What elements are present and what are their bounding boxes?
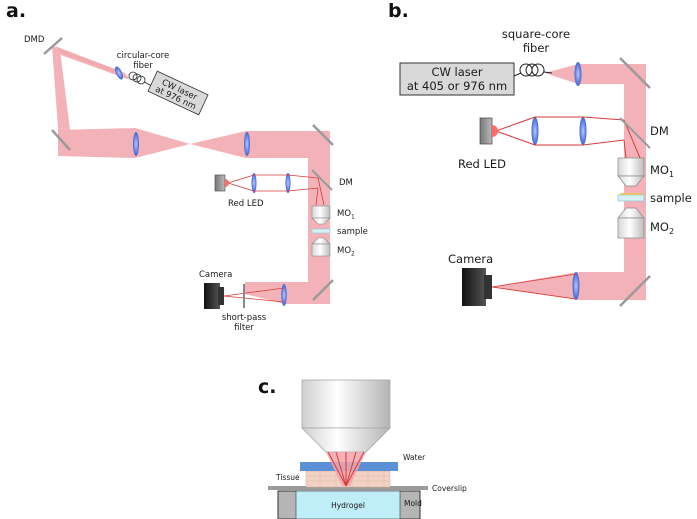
panel-a-fiber-coil [128,71,153,87]
label-hydrogel: Hydrogel [331,501,365,510]
laser-b-line2: at 405 or 976 nm [407,79,507,93]
lens-led1 [251,173,257,193]
panel-a-mo1 [311,205,331,225]
label-filter-line1: short-pass [222,313,267,323]
lens-b-tube [572,272,580,300]
panel-b: b. [388,0,692,307]
label-mold: Mold [404,499,422,508]
laser-box-b [399,62,515,96]
panel-c-coverslip [268,486,428,490]
lens-tube [281,284,287,306]
mirror-a2 [312,124,334,146]
panel-c-objective [301,379,391,453]
panel-b-led-emitter [492,125,498,137]
panel-a-led-rays [227,174,325,206]
panel-b-label: b. [388,0,409,22]
panel-a-lenses [114,66,291,306]
label-coverslip: Coverslip [432,484,467,493]
label-red-led-b: Red LED [458,157,506,171]
label-dm-b: DM [650,124,669,138]
panel-a-camera-rays [223,287,285,303]
label-mo1-a: MO1 [337,209,355,221]
label-sample-a: sample [337,227,368,237]
lens-fiber [114,66,124,80]
label-mo1-b: MO1 [650,163,674,179]
panel-a-led-emitter [225,179,229,187]
panel-a: a. [6,0,368,333]
panel-c-hydrogel [295,490,401,519]
label-camera-b: Camera [448,252,493,266]
panel-a-fiber-output-beam [55,46,130,79]
panel-c: c. [258,376,467,519]
label-fiber-a-line1: circular-core [117,51,169,61]
panel-b-camera-rays [491,273,577,300]
panel-b-sample-top [620,193,642,195]
panel-a-mo2 [311,237,331,257]
panel-b-mirrors [619,57,651,307]
label-fiber-a-line2: fiber [133,61,153,71]
panel-b-red-led [479,117,493,145]
label-dmd: DMD [24,35,45,45]
panel-b-fiber-coil [513,63,553,77]
panel-b-camera [462,268,492,306]
panel-b-led-rays [495,116,641,159]
panel-a-mirrors [43,37,334,301]
panel-b-laser: CW laser at 405 or 976 nm [399,62,515,96]
label-camera-a: Camera [199,270,232,280]
lens-b-led1 [531,117,539,145]
panel-a-dichroic-mirror [311,169,333,191]
panel-c-label: c. [258,376,276,398]
mirror-a1 [51,129,71,151]
laser-b-line1: CW laser [431,65,482,79]
lens-a2 [244,132,250,156]
label-tissue: Tissue [275,473,300,482]
panel-b-mo2 [617,207,645,239]
panel-b-lenses [531,62,587,300]
label-sample-b: sample [650,191,692,205]
panel-b-dichroic-mirror [619,117,651,149]
panel-b-beam-path [490,64,646,300]
laser-box-a [147,70,209,116]
label-fiber-b-line2: fiber [523,41,550,55]
panel-a-red-led [214,174,226,192]
label-dm-a: DM [339,178,353,188]
panel-a-laser: CW laser at 976 nm [147,70,209,116]
label-filter-line2: filter [234,323,254,333]
mirror-a3 [312,279,334,301]
label-red-led-a: Red LED [228,199,264,209]
lens-b-led2 [579,117,587,145]
panel-a-short-pass-filter [243,284,245,308]
dmd-mirror [43,37,63,55]
label-fiber-b-line1: square-core [502,27,570,41]
panel-b-sample [617,194,645,202]
lens-b-fiber [574,62,582,86]
panel-a-label: a. [6,0,26,22]
panel-b-mo1 [617,157,645,187]
label-mo2-b: MO2 [650,220,674,236]
lens-led2 [285,173,291,193]
lens-a1 [133,132,139,156]
panel-c-rays [327,451,365,487]
panel-a-sample [311,228,331,234]
label-water: Water [403,453,426,462]
label-mo2-a: MO2 [337,246,355,258]
panel-a-camera [204,283,224,309]
